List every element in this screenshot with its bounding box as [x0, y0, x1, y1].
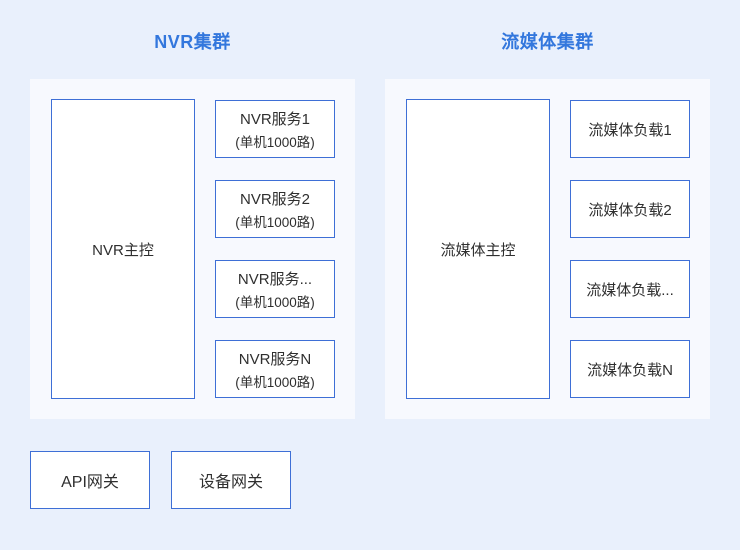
api-gateway-label: API网关 — [61, 474, 119, 491]
node-capacity-label: (单机1000路) — [235, 294, 315, 310]
streaming-load-node-1: 流媒体负载1 — [570, 100, 690, 158]
node-label: NVR服务2 — [239, 190, 310, 208]
nvr-cluster-title: NVR集群 — [154, 32, 231, 52]
device-gateway-label: 设备网关 — [198, 474, 263, 491]
nvr-master-node: NVR主控 — [51, 99, 195, 399]
node-label: 流媒体负载N — [587, 361, 673, 379]
nvr-service-node-1: NVR服务1 (单机1000路) — [215, 100, 335, 158]
streaming-load-node-ellipsis: 流媒体负载... — [570, 260, 690, 318]
node-label: NVR服务1 — [239, 110, 310, 128]
node-capacity-label: (单机1000路) — [235, 134, 315, 150]
node-capacity-label: (单机1000路) — [235, 214, 315, 230]
streaming-master-label: 流媒体主控 — [440, 241, 516, 259]
nvr-service-node-n: NVR服务N (单机1000路) — [215, 340, 335, 398]
nvr-service-node-ellipsis: NVR服务... (单机1000路) — [215, 260, 335, 318]
node-label: 流媒体负载... — [586, 281, 674, 299]
node-capacity-label: (单机1000路) — [235, 374, 315, 390]
node-label: NVR服务... — [237, 270, 313, 288]
streaming-cluster-panel: 流媒体主控 流媒体负载1 流媒体负载2 流媒体负载... 流媒体负载N — [385, 79, 710, 419]
streaming-load-node-n: 流媒体负载N — [570, 340, 690, 398]
streaming-cluster-title: 流媒体集群 — [501, 32, 594, 52]
streaming-load-node-2: 流媒体负载2 — [570, 180, 690, 238]
node-label: 流媒体负载1 — [588, 121, 672, 139]
nvr-cluster-panel: NVR主控 NVR服务1 (单机1000路) NVR服务2 (单机1000路) … — [30, 79, 355, 419]
api-gateway-node: API网关 — [30, 451, 150, 509]
nvr-service-node-2: NVR服务2 (单机1000路) — [215, 180, 335, 238]
streaming-master-node: 流媒体主控 — [406, 99, 550, 399]
nvr-master-label: NVR主控 — [92, 241, 154, 259]
device-gateway-node: 设备网关 — [171, 451, 291, 509]
node-label: NVR服务N — [238, 350, 312, 368]
node-label: 流媒体负载2 — [588, 201, 672, 219]
